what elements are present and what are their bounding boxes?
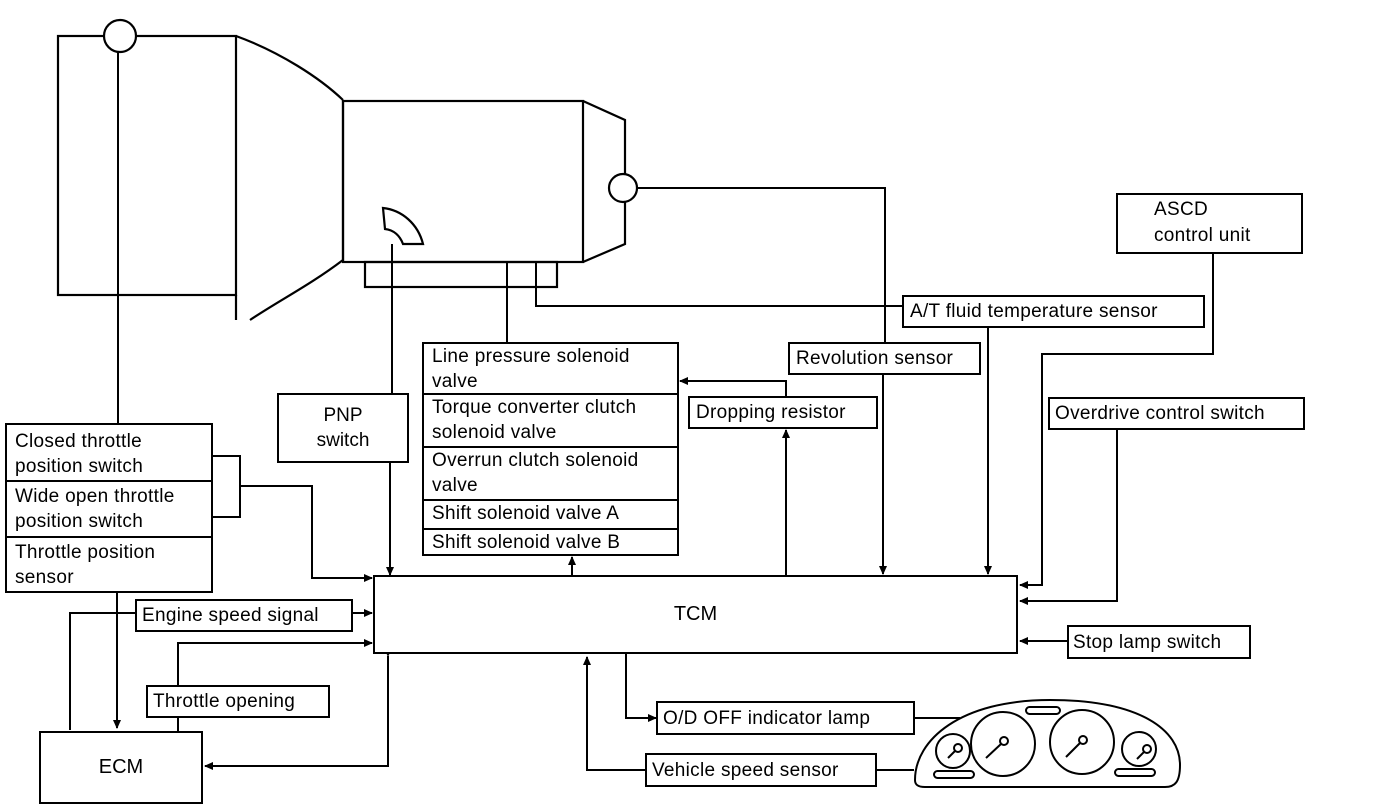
ecm-box: ECM (39, 731, 203, 804)
overrun-clutch-solenoid-valve: Overrun clutch solenoid valve (424, 448, 677, 501)
instrument-cluster-icon (913, 698, 1182, 788)
throttle-opening-box: Throttle opening (146, 685, 330, 718)
revolution-sensor-connector-icon (607, 172, 639, 204)
wiring (69, 52, 1214, 771)
dropping-resistor-box: Dropping resistor (688, 396, 878, 429)
pnp-switch-box: PNP switch (277, 393, 409, 463)
wide-open-throttle-position-switch: Wide open throttle position switch (7, 482, 211, 538)
solenoid-valve-stack: Line pressure solenoid valve Torque conv… (422, 342, 679, 556)
ascd-control-unit-box: ASCD control unit (1116, 193, 1303, 254)
line-pressure-solenoid-valve: Line pressure solenoid valve (424, 344, 677, 395)
closed-throttle-position-switch: Closed throttle position switch (7, 425, 211, 482)
revolution-sensor-box: Revolution sensor (788, 342, 981, 375)
vehicle-speed-sensor-box: Vehicle speed sensor (645, 753, 877, 787)
transmission-outline-icon (56, 18, 639, 321)
tcm-box: TCM (373, 575, 1018, 654)
od-off-indicator-lamp-box: O/D OFF indicator lamp (656, 701, 915, 735)
shift-solenoid-valve-a: Shift solenoid valve A (424, 501, 677, 530)
throttle-sensor-connector-icon (102, 18, 138, 54)
engine-speed-signal-box: Engine speed signal (135, 599, 353, 632)
shift-solenoid-valve-b: Shift solenoid valve B (432, 532, 621, 553)
overdrive-control-switch-box: Overdrive control switch (1048, 397, 1305, 430)
at-fluid-temperature-sensor-box: A/T fluid temperature sensor (902, 295, 1205, 328)
throttle-position-sensor: Throttle position sensor (15, 542, 156, 588)
torque-converter-clutch-solenoid-valve: Torque converter clutch solenoid valve (424, 395, 677, 448)
stop-lamp-switch-box: Stop lamp switch (1067, 625, 1251, 659)
throttle-sensor-stack: Closed throttle position switch Wide ope… (5, 423, 213, 593)
